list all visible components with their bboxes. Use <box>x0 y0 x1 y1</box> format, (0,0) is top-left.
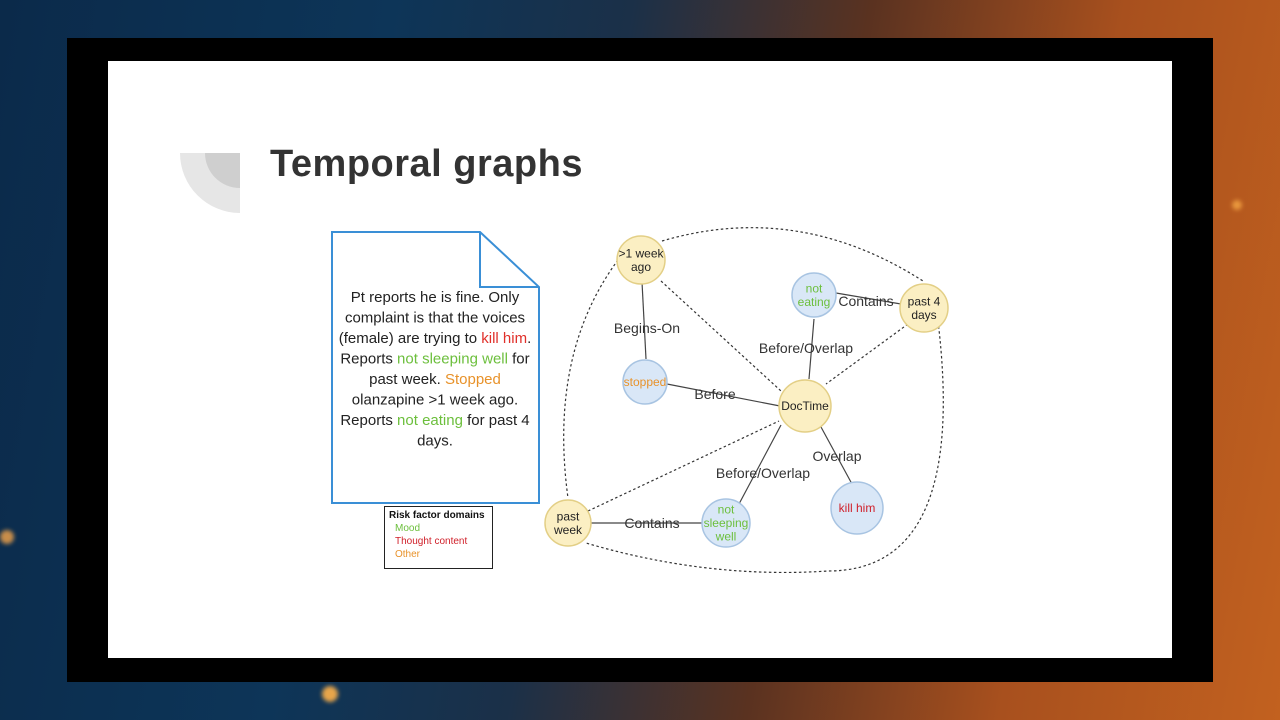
note-segment: kill him <box>481 330 527 347</box>
node-circle <box>544 499 592 547</box>
note-line: past week. Stopped <box>369 371 501 388</box>
note-line: complaint is that the voices <box>345 310 525 327</box>
risk-factor-legend: Risk factor domains Mood Thought content… <box>384 506 493 569</box>
note-line: days. <box>417 433 453 450</box>
node-circle <box>899 283 949 333</box>
dotted-edges <box>563 227 944 574</box>
note-line: olanzapine >1 week ago. <box>352 392 518 409</box>
node-circle <box>778 379 832 433</box>
legend-item-other: Other <box>395 549 421 560</box>
node-label: not <box>806 281 823 295</box>
background-glow <box>322 686 338 702</box>
node-circle <box>701 498 751 548</box>
node-circle <box>830 481 884 535</box>
legend-item-mood: Mood <box>395 523 421 534</box>
node-label: past 4 <box>908 294 941 308</box>
background-glow <box>1232 200 1242 210</box>
legend-title: Risk factor domains <box>389 510 485 521</box>
note-segment: Pt reports he is fine. Only <box>351 289 520 306</box>
label-contains-top: Contains <box>838 293 893 309</box>
note-line: Reports not sleeping well for <box>340 351 529 368</box>
solid-edges <box>591 281 902 524</box>
node-label: days <box>911 308 936 322</box>
node-circle <box>791 272 837 318</box>
note-segment: Stopped <box>445 371 501 388</box>
note-segment: for <box>508 351 530 368</box>
edge-1week-doctime <box>660 280 782 392</box>
node-label: >1 week <box>618 246 664 260</box>
note-segment: days. <box>417 433 453 450</box>
node-label: well <box>715 530 737 544</box>
node-label: week <box>553 523 583 537</box>
note-segment: not sleeping well <box>397 351 508 368</box>
note-segment: Reports <box>340 351 397 368</box>
label-begins-on: Begins-On <box>614 320 680 336</box>
slide-title: Temporal graphs <box>270 143 583 185</box>
node-kill-him: kill him <box>830 481 884 535</box>
edge-past4-pastweek <box>585 320 944 574</box>
temporal-graph-diagram: Pt reports he is fine. Only complaint is … <box>331 227 949 574</box>
node-circle <box>616 235 666 285</box>
node-label: stopped <box>624 375 667 389</box>
note-line: Pt reports he is fine. Only <box>351 289 520 306</box>
note-segment: Reports <box>340 412 397 429</box>
node-label: eating <box>798 295 831 309</box>
title-decoration-icon <box>180 153 240 213</box>
edge-1week-pastweek <box>563 255 622 499</box>
node-doctime: DocTime <box>778 379 832 433</box>
background-glow <box>0 530 14 544</box>
clinical-note-text: Pt reports he is fine. Only complaint is … <box>339 289 532 450</box>
label-contains-bottom: Contains <box>624 515 679 531</box>
node-label: DocTime <box>781 399 829 413</box>
node-label: not <box>718 503 735 517</box>
clinical-note: Pt reports he is fine. Only complaint is … <box>331 231 540 504</box>
label-overlap: Overlap <box>812 448 861 464</box>
legend-item-thought-content: Thought content <box>395 536 468 547</box>
note-segment: not eating <box>397 412 463 429</box>
edge-1week-past4 <box>661 227 924 282</box>
label-before-overlap-bottom: Before/Overlap <box>716 465 810 481</box>
label-before: Before <box>694 386 735 402</box>
note-segment: for past 4 <box>463 412 530 429</box>
note-segment: past week. <box>369 371 445 388</box>
node-circle <box>622 359 668 405</box>
node-label: ago <box>631 260 651 274</box>
note-segment: . <box>527 330 531 347</box>
slide: Temporal graphs Pt reports he is fine. O… <box>108 61 1172 658</box>
note-segment: olanzapine >1 week ago. <box>352 392 518 409</box>
note-line: Reports not eating for past 4 <box>340 412 529 429</box>
note-segment: complaint is that the voices <box>345 310 525 327</box>
label-before-overlap-top: Before/Overlap <box>759 340 853 356</box>
node-label: kill him <box>839 501 876 515</box>
edge-labels: Begins-On Contains Before/Overlap Before… <box>614 293 894 531</box>
edge-past4-doctime <box>825 323 909 385</box>
note-segment: (female) are trying to <box>339 330 482 347</box>
node-label: past <box>557 509 580 523</box>
note-line: (female) are trying to kill him. <box>339 330 532 347</box>
edge-pastweek-doctime <box>587 420 780 512</box>
node-stopped: stopped <box>622 359 668 405</box>
node-label: sleeping <box>704 516 749 530</box>
